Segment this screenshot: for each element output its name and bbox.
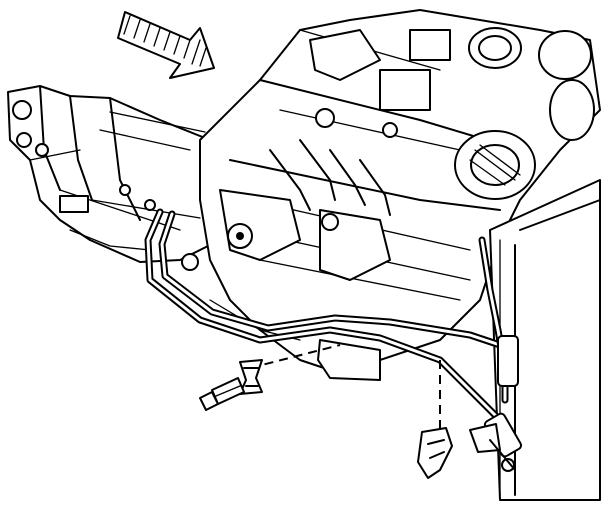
clip-fastener	[239, 359, 263, 395]
bolt-fastener	[199, 377, 245, 411]
transmission	[7, 85, 231, 263]
alternator	[454, 130, 536, 200]
hose-fitting	[489, 439, 516, 472]
leader-line	[249, 344, 341, 369]
clip-fastener	[417, 423, 501, 479]
direction-arrow-icon	[117, 11, 215, 79]
engine	[181, 9, 601, 381]
